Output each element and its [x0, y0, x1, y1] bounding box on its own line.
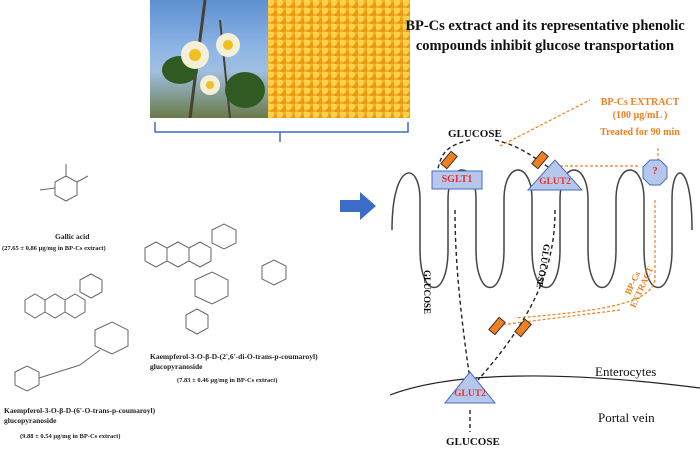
compound-2-name-line1: Kaempferol-3-O-β-D-(2',6'-di-O-trans-p-c… — [150, 352, 318, 361]
compound-3-name: Kaempferol-3-O-β-D-(6'-O-trans-p-coumaro… — [4, 406, 155, 426]
inhibitor-blocker-icons — [440, 150, 549, 338]
glut2-transporter-apical — [526, 159, 584, 191]
glucose-top-label: GLUCOSE — [448, 128, 502, 140]
glut2-bottom-label: GLUT2 — [454, 389, 486, 399]
extract-label-line1: BP-Cs EXTRACT — [600, 97, 680, 108]
extract-flow-arrows — [499, 99, 659, 326]
gallic-acid-name: Gallic acid — [55, 232, 90, 241]
unknown-transporter-label: ? — [652, 165, 658, 177]
compound-2-amount: (7.83 ± 0.46 µg/mg in BP-Cs extract) — [177, 377, 278, 384]
compound-3-name-line1: Kaempferol-3-O-β-D-(6'-O-trans-p-coumaro… — [4, 406, 156, 415]
compound-2-name-line2: glucopyranoside — [150, 362, 203, 371]
diagram-title: BP-Cs extract and its representative phe… — [405, 18, 685, 54]
bee-pollen-photo — [268, 0, 410, 118]
basolateral-membrane — [389, 375, 700, 396]
sglt1-label: SGLT1 — [441, 174, 473, 185]
glut2-top-label: GLUT2 — [539, 177, 571, 187]
compound-3-amount: (9.88 ± 0.54 µg/mg in BP-Cs extract) — [20, 433, 121, 440]
tea-flower-photo — [150, 0, 268, 118]
chemical-structures — [14, 164, 287, 392]
portal-vein-label: Portal vein — [598, 410, 655, 425]
glut2-transporter-basolateral — [443, 371, 497, 404]
compound-2-name: Kaempferol-3-O-β-D-(2',6'-di-O-trans-p-c… — [150, 352, 318, 372]
sglt1-transporter — [431, 170, 483, 190]
extract-label: BP-Cs EXTRACT (100 µg/mL ) Treated for 9… — [585, 96, 695, 139]
unknown-transporter — [642, 159, 668, 186]
right-arrow-icon — [340, 192, 376, 220]
treatment-time-label: Treated for 90 min — [600, 127, 680, 138]
bracket — [154, 122, 409, 142]
extract-label-line2: (100 µg/mL ) — [612, 110, 668, 121]
cell-membrane — [391, 169, 693, 289]
glucose-bottom-label: GLUCOSE — [446, 436, 500, 448]
gallic-acid-amount: (27.65 ± 0.86 µg/mg in BP-Cs extract) — [2, 245, 106, 252]
enterocytes-label: Enterocytes — [595, 364, 657, 379]
glucose-flow-arrows — [436, 139, 556, 432]
compound-3-name-line2: glucopyranoside — [4, 416, 57, 425]
glucose-vertical-left: GLUCOSE — [422, 270, 432, 315]
